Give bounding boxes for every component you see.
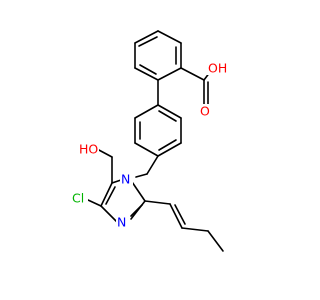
carboxyl-o-label: O xyxy=(200,104,210,119)
benzoic-acid-ring xyxy=(134,30,182,81)
chemical-structure-diagram: OH O HO N N Cl xyxy=(71,30,227,252)
methylene-bond-b xyxy=(135,173,148,178)
atom-label-n3: N xyxy=(116,215,129,230)
carboxylic-acid-group xyxy=(180,67,211,105)
ring-n3-label: N xyxy=(117,215,126,230)
atom-label-hydroxyl: HO xyxy=(78,141,99,157)
imidazole-ring xyxy=(100,178,146,223)
phenylene-ring xyxy=(134,104,182,157)
chlorine-label: Cl xyxy=(72,191,84,206)
hydroxymethyl-group xyxy=(96,148,113,184)
chloro-bond xyxy=(87,199,102,207)
methylene-bond-a xyxy=(146,155,159,175)
atom-label-carboxyl-oh: OH xyxy=(206,60,227,76)
hydroxyl-ho-label: HO xyxy=(79,142,98,157)
atom-label-n1: N xyxy=(120,172,133,187)
carboxyl-oh-label: OH xyxy=(208,61,227,76)
atom-label-carboxyl-o: O xyxy=(199,104,211,119)
ring-n1-label: N xyxy=(121,172,130,187)
butenyl-chain xyxy=(144,200,224,252)
atom-label-chlorine: Cl xyxy=(71,191,88,206)
